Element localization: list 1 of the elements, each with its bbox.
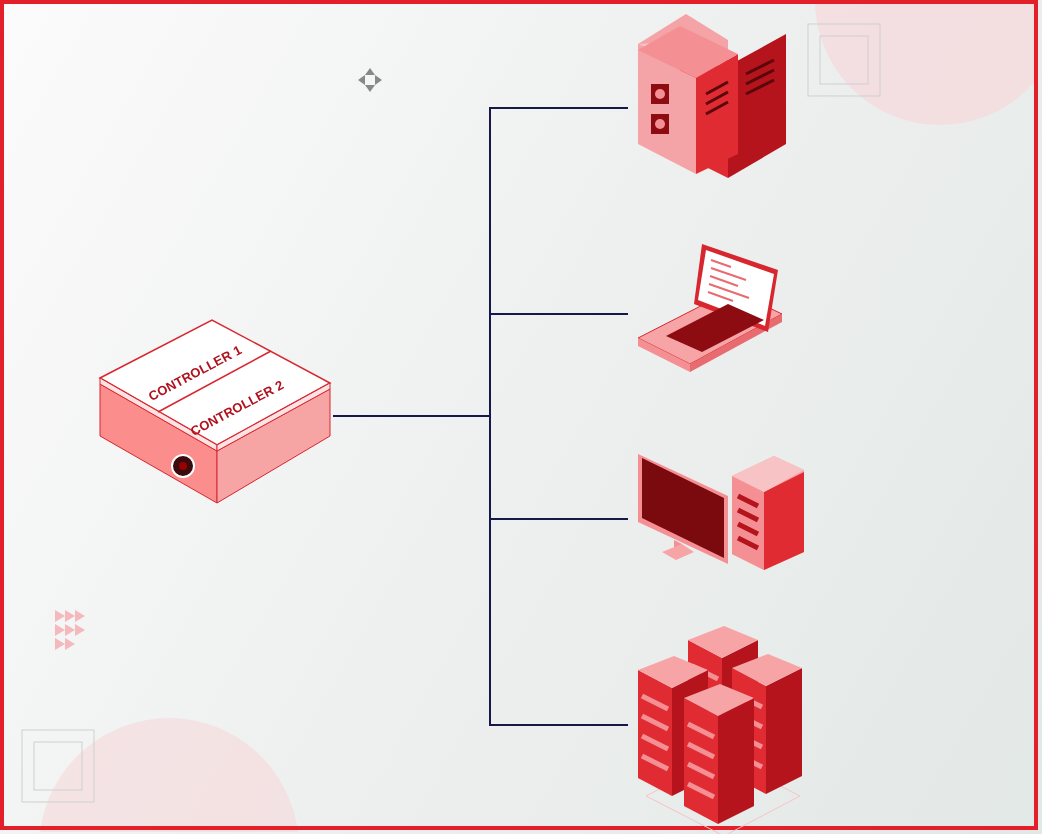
- connector-line: [332, 415, 629, 726]
